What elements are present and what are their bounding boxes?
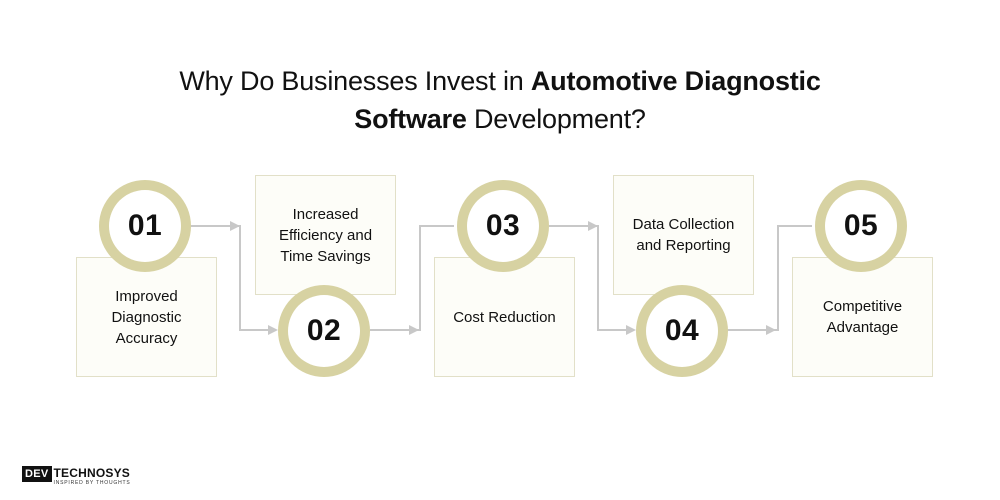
step-number: 01 [109, 190, 181, 262]
step-badge-1: 01 [99, 180, 191, 272]
connector-arrow [549, 225, 636, 335]
title-bold-text: Automotive Diagnostic [530, 66, 821, 96]
step-label: Cost Reduction [453, 308, 556, 326]
step-number: 03 [467, 190, 539, 262]
step-number: 02 [288, 295, 360, 367]
step-label: Data Collection and Reporting [632, 216, 735, 254]
page-title: Why Do Businesses Invest in Automotive D… [0, 62, 1000, 138]
logo-brand: TECHNOSYS [53, 466, 131, 480]
connector-arrow [760, 225, 812, 331]
title-line-2: Software Development? [0, 100, 1000, 138]
step-card-4: Data Collection and Reporting [613, 175, 754, 295]
logo-texts: TECHNOSYS INSPIRED BY THOUGHTS [54, 466, 131, 486]
step-card-3: Cost Reduction [434, 257, 575, 377]
connector-arrow [191, 225, 278, 335]
connector-arrow [400, 225, 454, 331]
title-text: Development? [466, 104, 646, 134]
step-number: 05 [825, 190, 897, 262]
title-line-1: Why Do Businesses Invest in Automotive D… [0, 62, 1000, 100]
logo-tagline: INSPIRED BY THOUGHTS [53, 480, 131, 486]
company-logo: DEV TECHNOSYS INSPIRED BY THOUGHTS [22, 466, 130, 488]
step-card-1: Improved Diagnostic Accuracy [76, 257, 217, 377]
step-badge-3: 03 [457, 180, 549, 272]
step-label: Competitive Advantage [822, 298, 903, 336]
step-card-5: Competitive Advantage [792, 257, 933, 377]
title-bold-text: Software [354, 104, 467, 134]
step-badge-2: 02 [278, 285, 370, 377]
step-badge-5: 05 [815, 180, 907, 272]
step-badge-4: 04 [636, 285, 728, 377]
step-label: Increased Efficiency and Time Savings [278, 205, 373, 265]
step-number: 04 [646, 295, 718, 367]
logo-prefix: DEV [22, 466, 52, 482]
step-label: Improved Diagnostic Accuracy [111, 287, 182, 347]
step-card-2: Increased Efficiency and Time Savings [255, 175, 396, 295]
title-text: Why Do Businesses Invest in [179, 66, 531, 96]
